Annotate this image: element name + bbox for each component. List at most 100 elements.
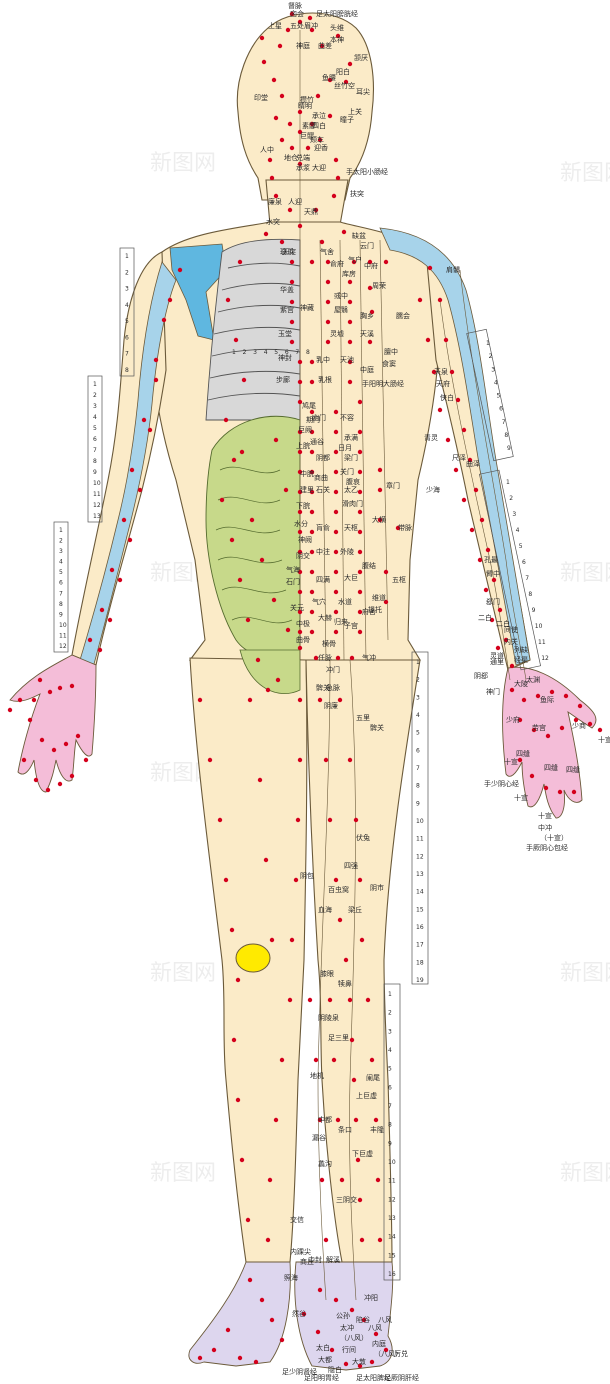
point-label-k13: 手厥阴心包经 xyxy=(526,843,568,852)
point-label-p16: 隐白 xyxy=(328,1365,342,1374)
acupoint-dot xyxy=(543,785,549,791)
acupoint-dot xyxy=(319,1177,325,1183)
acupoint-dot xyxy=(351,1077,357,1083)
acupoint-dot xyxy=(333,449,339,455)
point-label-p14: 大都 xyxy=(318,1355,332,1364)
watermark: 新图网 xyxy=(150,961,216,986)
right-hand xyxy=(502,666,597,819)
acupoint-dot xyxy=(301,1311,307,1317)
point-label-p3: 公孙 xyxy=(336,1311,350,1320)
acupoint-dot xyxy=(297,449,303,455)
point-label-a6: 上脘 xyxy=(296,441,310,450)
point-label-l16: 中都 xyxy=(318,1115,332,1124)
point-label-p13: 厉兑 xyxy=(394,1349,408,1358)
point-label-c21: 食窦 xyxy=(382,359,396,368)
point-label-r13: 间使 xyxy=(504,625,518,634)
acupoint-dot xyxy=(383,259,389,265)
point-label-f7: 睛明 xyxy=(298,101,312,110)
acupoint-dot xyxy=(573,717,579,723)
point-label-l26: 商丘 xyxy=(300,1257,314,1266)
acupoint-dot xyxy=(323,757,329,763)
point-label-c17: 膻中 xyxy=(384,347,398,356)
ruler-tick-label: 5 xyxy=(416,730,420,737)
point-label-l7: 梁丘 xyxy=(348,905,362,914)
acupoint-dot xyxy=(297,609,303,615)
point-label-l15: 上巨虚 xyxy=(356,1091,377,1100)
watermark: 新图网 xyxy=(150,1161,216,1186)
point-label-k3: 少商 xyxy=(572,721,586,730)
acupoint-dot xyxy=(309,409,315,415)
point-label-f17: 地仓 xyxy=(284,153,298,162)
point-label-a45: 提托 xyxy=(368,605,382,614)
point-label-k7: 十宣 xyxy=(514,793,528,802)
point-label-c12: 神藏 xyxy=(300,303,314,312)
acupoint-dot xyxy=(75,733,81,739)
acupoint-dot xyxy=(563,693,569,699)
ruler-tick-label: 6 xyxy=(59,580,63,587)
acupoint-dot xyxy=(285,27,291,33)
acupoint-dot xyxy=(289,299,295,305)
acupoint-dot xyxy=(343,1361,349,1367)
ruler-tick-label: 12 xyxy=(93,502,101,509)
point-label-p11: 内庭 xyxy=(372,1339,386,1348)
acupoint-dot xyxy=(331,1057,337,1063)
point-label-p20: 足厥阴肝经 xyxy=(384,1373,419,1382)
acupoint-dot xyxy=(273,193,279,199)
ruler-tick-label: 4 xyxy=(494,379,498,386)
point-label-p6: 太冲 xyxy=(340,1323,354,1332)
acupoint-dot xyxy=(305,145,311,151)
acupoint-dot xyxy=(313,1057,319,1063)
watermark: 新图网 xyxy=(560,161,610,186)
acupoint-dot xyxy=(473,487,479,493)
acupoint-dot xyxy=(267,1177,273,1183)
point-label-l18: 丰隆 xyxy=(370,1125,384,1134)
point-label-p17: 足少阴肾经 xyxy=(282,1367,317,1376)
acupoint-dot xyxy=(597,727,603,733)
acupoint-dot xyxy=(325,339,331,345)
ruler-tick-label: 5 xyxy=(59,569,63,576)
point-label-f4: 耳尖 xyxy=(356,87,370,96)
acupoint-dot xyxy=(99,607,105,613)
acupoint-dot xyxy=(367,259,373,265)
point-label-r8: 孔最 xyxy=(484,556,498,564)
point-label-a41: 中极 xyxy=(296,619,310,628)
acupoint-dot xyxy=(329,1347,335,1353)
acupoint-dot xyxy=(271,77,277,83)
acupoint-dot xyxy=(63,741,69,747)
ruler-tick-label: 7 xyxy=(295,349,299,356)
acupoint-dot xyxy=(357,489,363,495)
point-label-r17: 列缺 xyxy=(514,645,528,654)
acupoint-dot xyxy=(333,609,339,615)
ruler-tick-label: 5 xyxy=(519,543,523,550)
acupoint-dot xyxy=(343,79,349,85)
acupoint-dot xyxy=(355,1157,361,1163)
acupoint-dot xyxy=(297,223,303,229)
acupoint-dot xyxy=(241,377,247,383)
acupoint-dot xyxy=(273,1117,279,1123)
ruler-tick-label: 6 xyxy=(285,349,289,356)
acupoint-dot xyxy=(147,427,153,433)
point-label-k1: 少府 xyxy=(506,715,520,724)
ruler-tick-label: 4 xyxy=(93,414,97,421)
acupoint-dot xyxy=(37,677,43,683)
acupoint-dot xyxy=(325,319,331,325)
point-label-k11: （十宣） xyxy=(540,833,568,842)
point-label-a8: 承满 xyxy=(344,433,358,442)
point-label-a53: 阴廉 xyxy=(324,701,338,710)
acupoint-dot xyxy=(469,527,475,533)
watermark: 新图网 xyxy=(560,1161,610,1186)
point-label-a7: 通谷 xyxy=(310,437,324,446)
ruler-tick-label: 2 xyxy=(93,392,97,399)
acupoint-dot xyxy=(297,529,303,535)
point-label-a27: 带脉 xyxy=(398,523,412,532)
acupoint-dot xyxy=(349,655,355,661)
point-label-l1: 髀关 xyxy=(316,683,330,692)
acupoint-dot xyxy=(333,489,339,495)
point-label-a11: 阴都 xyxy=(316,453,330,462)
acupoint-dot xyxy=(307,15,313,21)
point-label-h2: 囟会 xyxy=(290,9,304,18)
point-label-c24: 乳根 xyxy=(318,375,332,384)
ruler-tick-label: 6 xyxy=(499,406,503,413)
watermarks: 新图网 新图网 新图网 新图网 新图网 新图网 新图网 新图网 新图网 xyxy=(150,151,610,1186)
